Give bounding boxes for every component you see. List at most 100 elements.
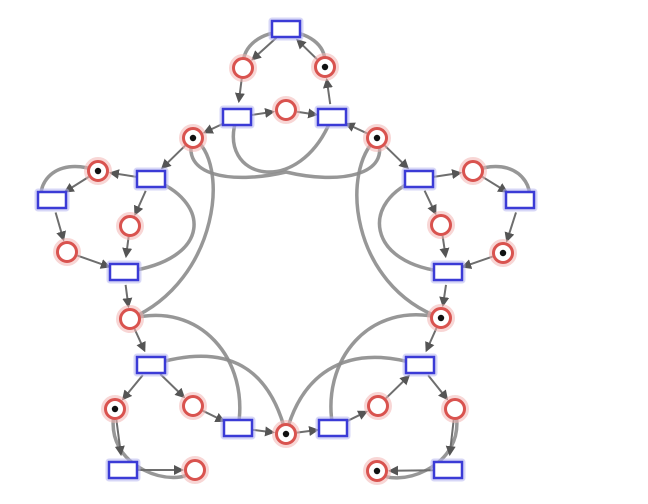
edge-p08-t06 [77,254,111,269]
edge-t09-p13 [439,284,450,308]
place-circle [444,398,466,420]
place-circle [182,395,204,417]
edge-t08-p11 [504,212,517,243]
transition-t08 [502,188,538,212]
edge-p09-t08 [481,175,509,193]
transition-box [270,19,302,39]
edge-t03-p02 [322,77,333,105]
place-p12 [116,305,144,333]
edge-t07-p09 [431,169,463,180]
place-p20 [441,395,469,423]
place-p16 [181,456,209,484]
loop-arc-10 [284,355,421,435]
edge-t06-p12 [122,284,133,309]
loop-arc-4 [123,177,196,274]
edge-p12-t10 [133,328,146,353]
edge-p01-t02 [234,78,245,104]
edges-layer [54,36,517,476]
place-circle [367,395,389,417]
place-p18 [364,392,392,420]
token-dot [94,167,102,175]
edge-p11-t09 [461,255,493,269]
transition-box [432,262,464,282]
loop-arc-8 [150,354,288,435]
transition-t02 [219,105,255,129]
loop-arc-9 [329,313,442,429]
place-p19 [363,457,391,485]
transition-t11 [220,416,256,440]
transition-t15 [430,458,466,482]
place-p10 [427,211,455,239]
transition-box [504,190,536,210]
place-p05 [363,124,391,152]
transition-t09 [430,260,466,284]
place-p03 [272,96,300,124]
place-circle [430,214,452,236]
place-circle [119,215,141,237]
transition-t12 [105,458,141,482]
place-circle [56,241,78,263]
edge-t15-p19 [388,465,436,476]
edge-t14-p20 [427,374,449,401]
transition-t07 [401,167,437,191]
transition-box [135,355,167,375]
edge-p05-t03 [344,122,368,135]
place-p13 [427,304,455,332]
token-dot [499,249,507,257]
place-p04 [179,124,207,152]
edge-t04-p07 [134,190,147,216]
place-circle [462,160,484,182]
edge-p20-t15 [445,419,456,457]
token-dot [321,63,329,71]
token-dot [373,134,381,142]
edge-p18-t14 [385,374,411,400]
edge-p15-t11 [202,409,226,422]
place-p02 [311,53,339,81]
edge-t07-p10 [423,190,437,216]
transition-box [317,418,349,438]
transition-box [36,190,68,210]
transition-box [135,169,167,189]
place-circle [275,99,297,121]
place-p15 [179,392,207,420]
edge-p04-t04 [160,144,186,170]
transition-t14 [402,353,438,377]
edge-p14-t12 [114,419,125,457]
place-p01 [229,54,257,82]
token-dot [373,467,381,475]
edge-t05-p08 [54,212,66,242]
edge-t01-p01 [251,36,278,61]
transition-t10 [133,353,169,377]
edge-p07-t06 [122,236,133,259]
place-circle [184,459,206,481]
transition-t01 [268,17,304,41]
place-p09 [459,157,487,185]
transition-t13 [315,416,351,440]
loop-arc-2 [231,116,334,174]
place-p14 [101,395,129,423]
place-p17 [272,420,300,448]
loop-arc-6 [377,177,449,274]
transition-t05 [34,188,70,212]
token-dot [189,134,197,142]
edge-p13-t14 [425,327,438,353]
transition-box [107,460,139,480]
token-dot [282,430,290,438]
loop-arc-7 [129,313,242,429]
edge-p03-t03 [296,108,319,119]
transition-box [316,107,348,127]
loop-arc-5 [355,136,442,320]
edge-t10-p14 [121,374,144,401]
edge-p06-t05 [63,176,90,193]
transition-t04 [133,167,169,191]
transition-box [404,355,436,375]
nodes-layer [34,17,538,485]
transition-box [403,169,435,189]
transition-box [221,107,253,127]
token-dot [111,405,119,413]
edge-p02-t01 [296,38,318,61]
place-p07 [116,212,144,240]
transition-t03 [314,105,350,129]
